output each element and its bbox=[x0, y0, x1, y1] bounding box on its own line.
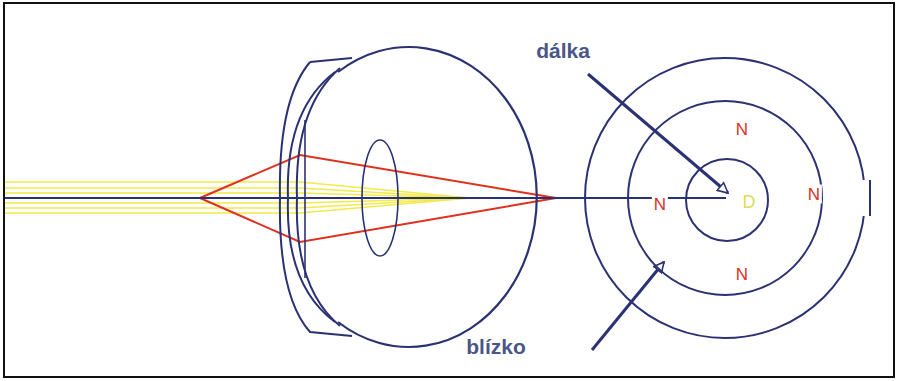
optical-axis bbox=[5, 197, 726, 199]
crystalline-lens bbox=[362, 140, 398, 256]
zone-label: blízko bbox=[463, 335, 529, 358]
zone-letter: D bbox=[741, 192, 758, 212]
ring-gap bbox=[862, 180, 870, 216]
zone-letter: N bbox=[806, 185, 822, 204]
leader-arrow bbox=[592, 262, 664, 350]
frame bbox=[4, 3, 894, 377]
zone-letter: N bbox=[734, 120, 750, 139]
cornea-inner bbox=[297, 68, 340, 326]
near-zone-circle: N N N N D bbox=[627, 100, 823, 296]
contact-lens bbox=[280, 58, 352, 336]
leader-arrow bbox=[588, 74, 728, 193]
zone-letter: N bbox=[652, 195, 668, 214]
lens-edge bbox=[304, 120, 306, 278]
zone-letter: N bbox=[734, 265, 750, 284]
zone-label: dálka bbox=[533, 39, 593, 62]
lens-outer-ring bbox=[585, 58, 865, 338]
eyeball bbox=[338, 47, 537, 347]
ring-tick bbox=[869, 180, 871, 216]
distance-zone-circle: D bbox=[685, 158, 769, 242]
